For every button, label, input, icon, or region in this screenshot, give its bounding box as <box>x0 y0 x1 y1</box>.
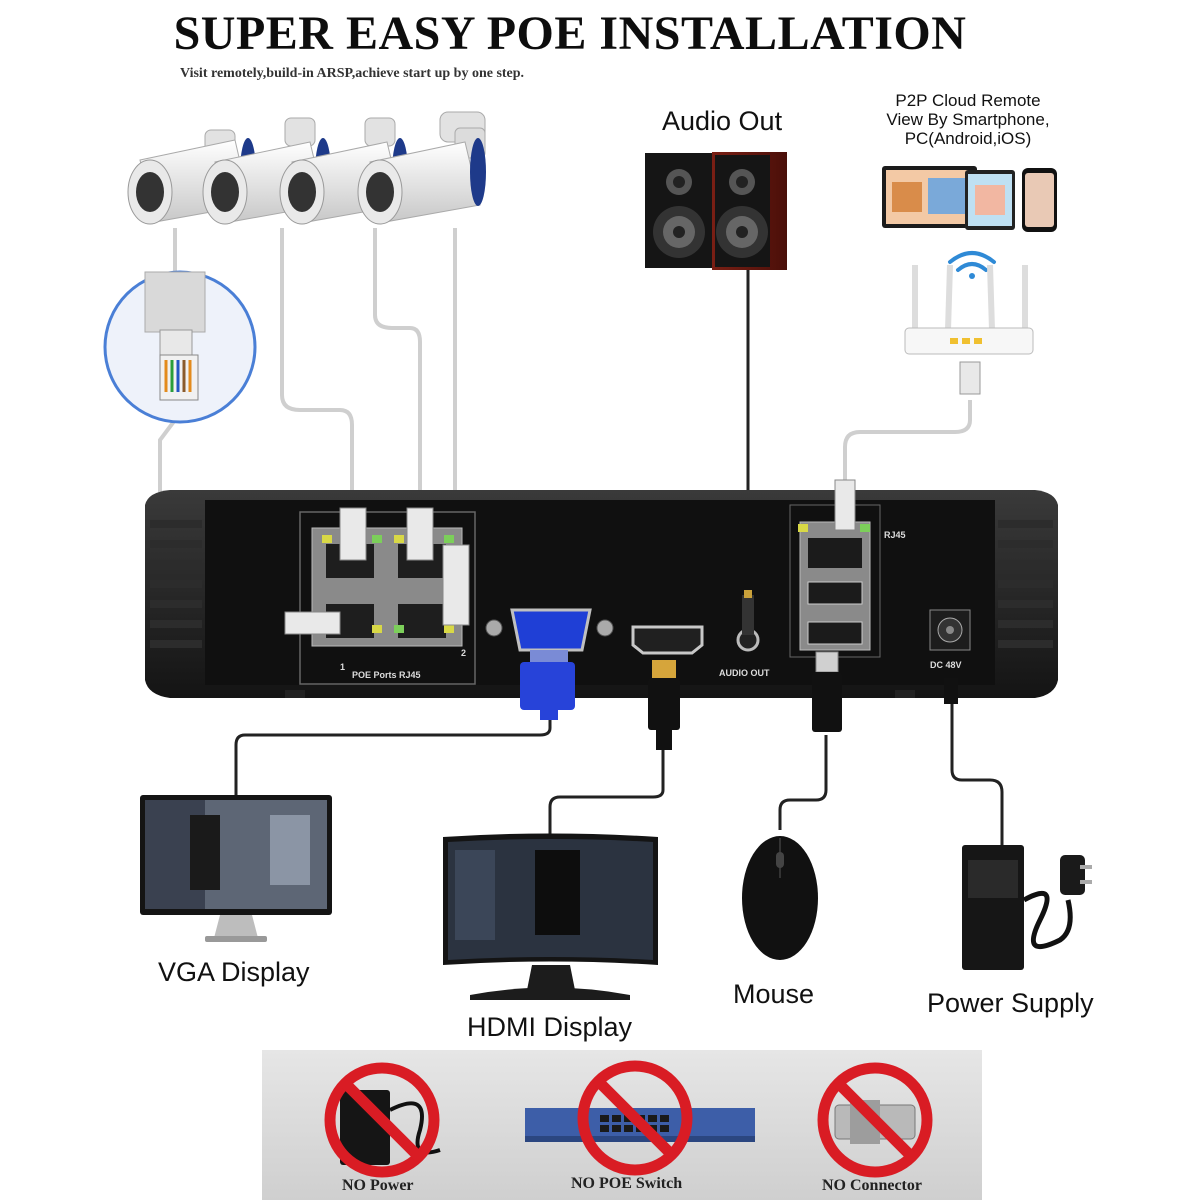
vga-port <box>485 608 614 652</box>
audio-jack <box>736 590 760 652</box>
poe-port-2-label: 2 <box>461 648 467 658</box>
power-adapter <box>962 845 1092 970</box>
no-connector-warning <box>817 1062 933 1178</box>
dc-power-label: DC 48V <box>930 660 962 670</box>
ip-cameras <box>127 111 486 225</box>
camera-cable-2 <box>280 228 354 510</box>
tablet <box>965 170 1015 230</box>
p2p-line-1: P2P Cloud Remote <box>895 91 1041 110</box>
p2p-line-2: View By Smartphone, <box>886 110 1050 129</box>
mouse-device <box>742 836 818 960</box>
vga-display-label: VGA Display <box>158 957 310 987</box>
vga-cable <box>234 715 552 795</box>
mouse-cable <box>778 735 828 830</box>
poe-ports-label: POE Ports RJ45 <box>352 670 421 680</box>
speaker-left <box>645 153 713 268</box>
audio-out-port-label: AUDIO OUT <box>719 668 770 678</box>
hdmi-plug <box>648 660 680 750</box>
no-power-label: NO Power <box>342 1177 414 1194</box>
no-poe-switch-warning <box>525 1060 755 1176</box>
rj45-connector-callout <box>103 270 257 424</box>
p2p-line-3: PC(Android,iOS) <box>904 129 1032 148</box>
vga-plug <box>520 650 575 720</box>
rj45-label: RJ45 <box>884 530 906 540</box>
vga-monitor <box>140 795 332 942</box>
no-power-warning <box>324 1062 441 1178</box>
speakers <box>645 152 787 270</box>
camera-4 <box>357 111 486 225</box>
poe-plugs <box>284 507 470 635</box>
p2p-remote-label: P2P Cloud Remote View By Smartphone, PC(… <box>868 91 1068 148</box>
nvr-recorder <box>145 479 1058 750</box>
av-cables <box>234 270 1004 845</box>
wifi-icon <box>948 251 996 279</box>
no-connector-label: NO Connector <box>822 1177 922 1194</box>
smartphone <box>1022 168 1057 232</box>
hdmi-cable <box>548 750 665 840</box>
hdmi-monitor <box>443 833 658 1000</box>
audio-out-label: Audio Out <box>662 106 783 136</box>
mouse-label: Mouse <box>733 979 815 1009</box>
router-cable <box>843 400 972 480</box>
prohibit-icon-power <box>324 1062 440 1178</box>
dc-power-port <box>929 609 971 704</box>
left-vents <box>150 520 202 648</box>
lan-usb-block <box>789 479 881 658</box>
page-title: SUPER EASY POE INSTALLATION <box>173 7 967 60</box>
power-cable <box>950 700 1004 845</box>
page-subtitle: Visit remotely,build-in ARSP,achieve sta… <box>180 66 525 81</box>
prohibit-icon-connector <box>817 1062 933 1178</box>
router <box>904 264 1034 395</box>
camera-cable-3 <box>373 228 422 510</box>
laptop <box>882 166 977 228</box>
poe-port-1-label: 1 <box>340 662 346 672</box>
hdmi-display-label: HDMI Display <box>467 1012 633 1042</box>
hdmi-port <box>631 625 704 655</box>
usb-plug <box>812 651 842 732</box>
no-poe-switch-label: NO POE Switch <box>571 1175 683 1192</box>
right-vents <box>998 520 1053 648</box>
power-supply-label: Power Supply <box>927 988 1094 1018</box>
speaker-right <box>712 152 787 270</box>
remote-devices <box>882 166 1057 395</box>
prohibit-icon-switch <box>577 1060 693 1176</box>
